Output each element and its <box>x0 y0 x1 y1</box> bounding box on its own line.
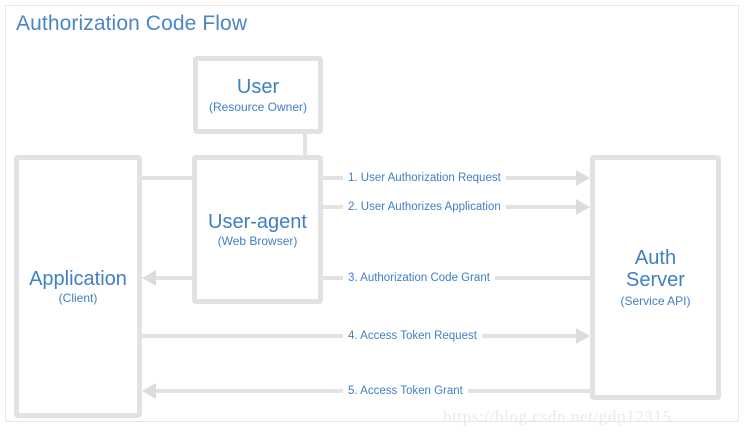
step-3-arrowhead <box>142 270 156 286</box>
step-4-label: 4. Access Token Request <box>343 329 482 343</box>
page-title: Authorization Code Flow <box>16 12 248 35</box>
step-5-label: 5. Access Token Grant <box>343 384 468 398</box>
step-2-arrowhead <box>576 199 590 215</box>
step-5-arrowhead <box>142 383 156 399</box>
node-application-subtitle: (Client) <box>58 291 98 305</box>
node-user-title: User <box>236 76 280 99</box>
step-1-label: 1. User Authorization Request <box>343 171 506 185</box>
step-3-label: 3. Authorization Code Grant <box>343 271 495 285</box>
step-2-label: 2. User Authorizes Application <box>343 200 506 214</box>
node-user-agent[interactable]: User-agent (Web Browser) <box>192 155 323 304</box>
node-auth-server[interactable]: Auth Server (Service API) <box>590 155 721 400</box>
node-auth-server-title: Auth Server <box>626 246 685 292</box>
step-4-arrowhead <box>576 328 590 344</box>
watermark: https://blog.csdn.net/gdp12315 <box>443 407 672 426</box>
node-user-agent-title: User-agent <box>208 210 307 233</box>
node-user-subtitle: (Resource Owner) <box>208 99 308 114</box>
node-auth-server-subtitle: (Service API) <box>620 293 691 308</box>
node-application-title: Application <box>29 267 127 290</box>
node-application[interactable]: Application (Client) <box>14 155 142 418</box>
node-user-agent-subtitle: (Web Browser) <box>217 234 298 248</box>
step-1-arrowhead <box>576 170 590 186</box>
node-user[interactable]: User (Resource Owner) <box>193 56 323 134</box>
